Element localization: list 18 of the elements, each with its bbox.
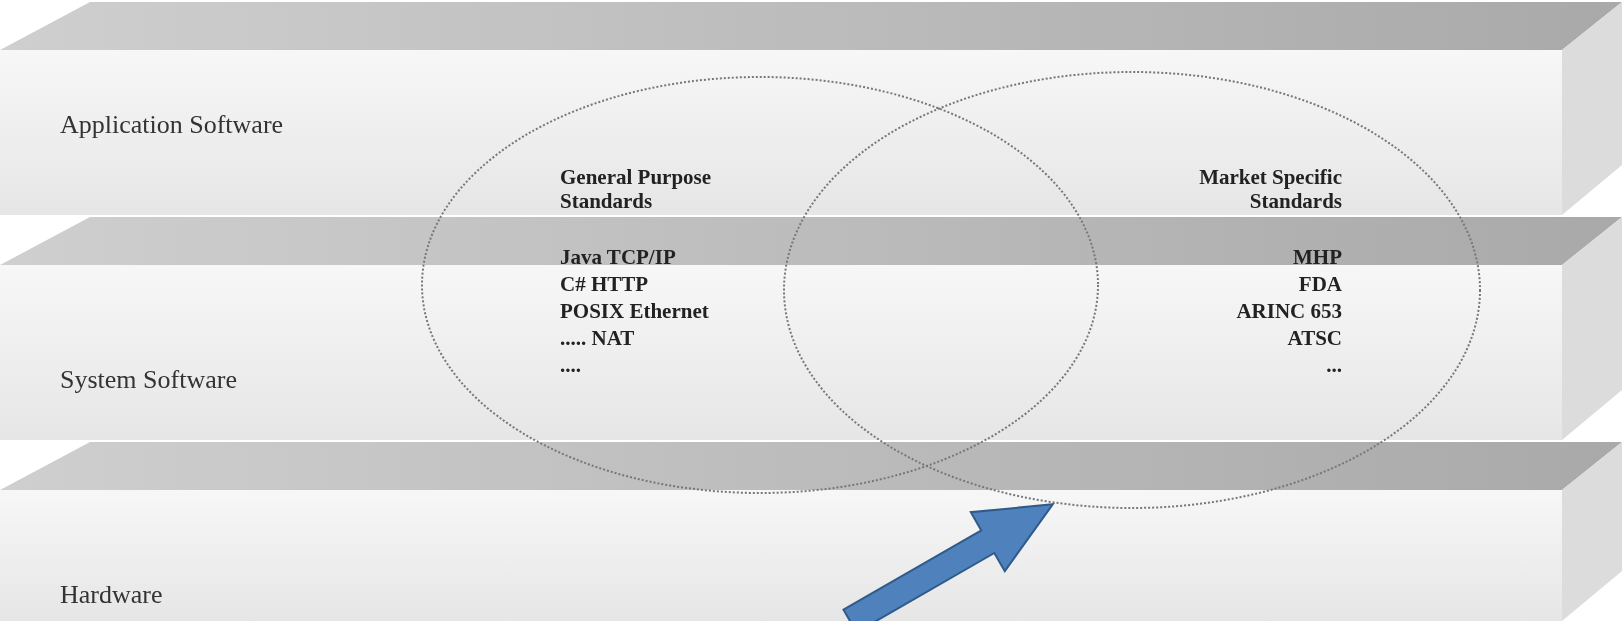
standard-item: ....	[560, 353, 581, 377]
group-heading: General Purpose Standards	[560, 165, 713, 213]
layer-label: Hardware	[60, 580, 163, 610]
standard-item: MHP	[1293, 245, 1342, 269]
standard-item: Java TCP/IP	[560, 245, 676, 269]
standard-item: C# HTTP	[560, 272, 649, 296]
standard-item: POSIX Ethernet	[560, 299, 709, 323]
group-heading: Market Specific Standards	[1198, 165, 1342, 213]
standard-item: ARINC 653	[1236, 299, 1342, 323]
standards-ellipse	[420, 75, 1100, 495]
layer-label: Application Software	[60, 110, 284, 140]
standard-item: ..... NAT	[560, 326, 635, 350]
standards-ellipse	[782, 70, 1482, 510]
layer-label: System Software	[60, 365, 237, 395]
standard-item: ATSC	[1287, 326, 1342, 350]
standard-item: FDA	[1298, 272, 1342, 296]
pointer-arrow	[842, 503, 1055, 621]
standard-item: ...	[1326, 353, 1342, 377]
